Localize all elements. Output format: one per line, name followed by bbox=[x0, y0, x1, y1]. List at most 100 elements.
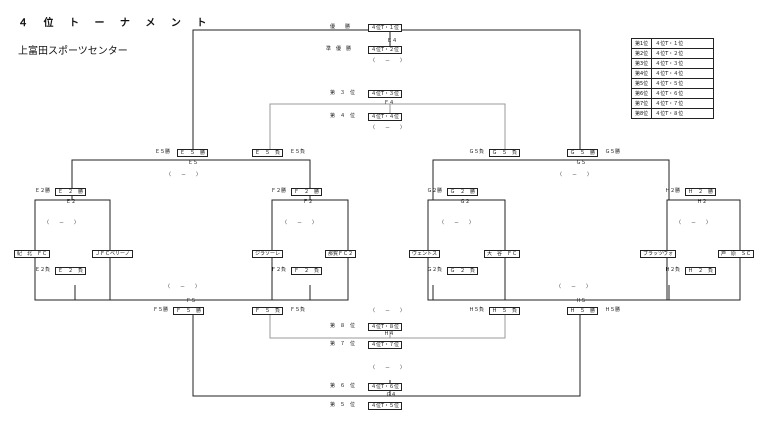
rank-8-box: ４位T・８位 bbox=[368, 323, 403, 331]
rank-7-label: 第 ７ 位 bbox=[330, 341, 356, 347]
match-code-e2: Ｅ２ bbox=[66, 199, 77, 205]
legend-rank: 第1位 bbox=[630, 38, 653, 49]
slot-f2-lose-label: Ｆ２負 bbox=[271, 267, 287, 273]
legend-rank: 第2位 bbox=[630, 48, 653, 59]
legend-label: ４位T・２位 bbox=[651, 48, 715, 59]
slot-h2-lose-box: Ｈ ２ 負 bbox=[685, 267, 717, 275]
rank-3-box: ４位T・３位 bbox=[368, 90, 403, 98]
team-slot-4: 那賀ＦＣ２ bbox=[325, 250, 357, 258]
slot-e2-lose-box: Ｅ ２ 負 bbox=[55, 267, 87, 275]
time-g2: （ － ） bbox=[439, 220, 475, 226]
team-slot-8: 芦 原 ＳＣ bbox=[718, 250, 755, 258]
legend-rank: 第7位 bbox=[630, 98, 653, 109]
rank-3-label: 第 ３ 位 bbox=[330, 90, 356, 96]
time-f2: （ － ） bbox=[282, 220, 318, 226]
match-code-e4: Ｅ４ bbox=[387, 38, 398, 44]
legend-label: ４位T・７位 bbox=[651, 98, 715, 109]
rank-6-label: 第 ６ 位 bbox=[330, 383, 356, 389]
time-e2: （ － ） bbox=[44, 220, 80, 226]
legend-label: ４位T・３位 bbox=[651, 58, 715, 69]
slot-e2-lose-label: Ｅ２負 bbox=[35, 267, 51, 273]
rank-1-label: 優 勝 bbox=[330, 24, 351, 30]
match-code-h2: Ｈ２ bbox=[697, 199, 708, 205]
match-code-e5: Ｅ５ bbox=[188, 160, 199, 166]
venue-label: 上富田スポーツセンター bbox=[18, 46, 128, 57]
match-code-g5: Ｇ５ bbox=[576, 160, 587, 166]
rank-4-label: 第 ４ 位 bbox=[330, 113, 356, 119]
legend-rank: 第8位 bbox=[630, 108, 653, 119]
team-slot-7: ブラッツヴォ bbox=[640, 250, 677, 258]
slot-e2-win-label: Ｅ２勝 bbox=[35, 188, 51, 194]
legend-rank: 第5位 bbox=[630, 78, 653, 89]
team-slot-6: 大 谷 ＦＣ bbox=[484, 250, 521, 258]
slot-f2-win-label: Ｆ２勝 bbox=[271, 188, 287, 194]
bracket-line-f5-main bbox=[74, 285, 311, 301]
slot-f5-lose-label: Ｆ５負 bbox=[290, 307, 306, 313]
slot-f2-win-box: Ｆ ２ 勝 bbox=[291, 188, 323, 196]
slot-e5-lose-label: Ｅ５負 bbox=[290, 149, 306, 155]
slot-e2-win-box: Ｅ ２ 勝 bbox=[55, 188, 87, 196]
match-code-f5: Ｆ５ bbox=[186, 298, 197, 304]
bracket-line-third bbox=[269, 103, 506, 152]
bracket-line-g5 bbox=[432, 159, 670, 200]
rank-7-box: ４位T・７位 bbox=[368, 341, 403, 349]
bracket-line-e2-lower bbox=[34, 254, 111, 301]
slot-h5-lose-label: Ｈ５負 bbox=[469, 307, 485, 313]
slot-h5-lose-box: Ｈ ５ 負 bbox=[489, 307, 521, 315]
slot-f5-win-box: Ｆ ５ 勝 bbox=[173, 307, 205, 315]
legend-rank: 第4位 bbox=[630, 68, 653, 79]
page-title: ４ 位 ト ー ナ メ ン ト bbox=[18, 18, 213, 29]
match-code-g2: Ｇ２ bbox=[460, 199, 471, 205]
bracket-line-g2 bbox=[427, 199, 506, 254]
bracket-line-h5-main bbox=[432, 285, 670, 301]
slot-f5-lose-box: Ｆ ５ 負 bbox=[252, 307, 284, 315]
slot-h5-win-label: Ｈ５勝 bbox=[605, 307, 621, 313]
slot-g2-lose-box: Ｇ ２ 負 bbox=[447, 267, 479, 275]
bracket-line-e2 bbox=[34, 199, 111, 254]
slot-e5-win-label: Ｅ５勝 bbox=[155, 149, 171, 155]
time-g5: （ － ） bbox=[557, 172, 593, 178]
slot-g5-win-box: Ｇ ５ 勝 bbox=[567, 149, 599, 157]
legend-rank: 第3位 bbox=[630, 58, 653, 69]
team-slot-3: ジラソーレ bbox=[252, 250, 284, 258]
team-slot-2: ＪＦＣベリーノ bbox=[92, 250, 133, 258]
rank-4-box: ４位T・４位 bbox=[368, 113, 403, 121]
slot-g2-win-label: Ｇ２勝 bbox=[427, 188, 443, 194]
team-slot-5: ヴェントス bbox=[409, 250, 441, 258]
bracket-line-g2-lower bbox=[427, 254, 506, 301]
bracket-line-e5 bbox=[71, 159, 311, 200]
slot-e5-lose-box: Ｅ ５ 負 bbox=[252, 149, 284, 157]
legend-label: ４位T・５位 bbox=[651, 78, 715, 89]
match-code-g4: Ｇ４ bbox=[386, 392, 397, 398]
slot-f5-win-label: Ｆ５勝 bbox=[153, 307, 169, 313]
time-third: （ － ） bbox=[370, 125, 406, 131]
slot-h2-lose-label: Ｈ２負 bbox=[665, 267, 681, 273]
match-code-h4: Ｈ４ bbox=[384, 331, 395, 337]
time-final: （ － ） bbox=[370, 58, 406, 64]
slot-g2-lose-label: Ｇ２負 bbox=[427, 267, 443, 273]
time-h2: （ － ） bbox=[676, 220, 712, 226]
slot-e5-win-box: Ｅ ５ 勝 bbox=[177, 149, 209, 157]
bracket-line-f2 bbox=[271, 199, 349, 254]
legend-label: ４位T・４位 bbox=[651, 68, 715, 79]
slot-g5-lose-label: Ｇ５負 bbox=[469, 149, 485, 155]
slot-g5-win-label: Ｇ５勝 bbox=[605, 149, 621, 155]
time-f5: （ － ） bbox=[165, 284, 201, 290]
time-fifth: （ － ） bbox=[370, 365, 406, 371]
rank-5-label: 第 ５ 位 bbox=[330, 402, 356, 408]
slot-g5-lose-box: Ｇ ５ 負 bbox=[489, 149, 521, 157]
rank-5-box: ４位T・５位 bbox=[368, 402, 403, 410]
bracket-line-seventh bbox=[269, 312, 506, 339]
legend-label: ４位T・１位 bbox=[651, 38, 715, 49]
rank-6-box: ４位T・６位 bbox=[368, 383, 403, 391]
legend-label: ４位T・８位 bbox=[651, 108, 715, 119]
rank-8-label: 第 ８ 位 bbox=[330, 323, 356, 329]
team-slot-1: 紀 北 ＦＣ bbox=[14, 250, 51, 258]
